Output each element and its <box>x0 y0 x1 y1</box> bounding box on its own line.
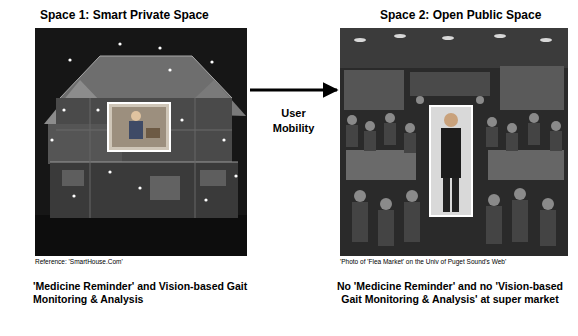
edge-label: User Mobility <box>260 106 328 136</box>
smart-house-image <box>35 28 247 256</box>
flea-market-photo <box>340 28 568 256</box>
space-heading: Space 1: Smart Private Space <box>40 8 209 22</box>
space-heading: Space 2: Open Public Space <box>380 8 541 22</box>
image-credit: 'Photo of 'Flea Market' on the Univ of P… <box>340 258 574 266</box>
feature-note: No 'Medicine Reminder' and no 'Vision-ba… <box>326 280 574 305</box>
image-credit: Reference: 'SmartHouse.Com' <box>35 258 245 266</box>
mobility-arrow <box>250 89 337 92</box>
feature-note: 'Medicine Reminder' and Vision-based Gai… <box>33 280 285 305</box>
space-panel: Space 1: Smart Private Space <box>35 28 247 256</box>
space-panel: Space 2: Open Public Space <box>340 28 568 256</box>
